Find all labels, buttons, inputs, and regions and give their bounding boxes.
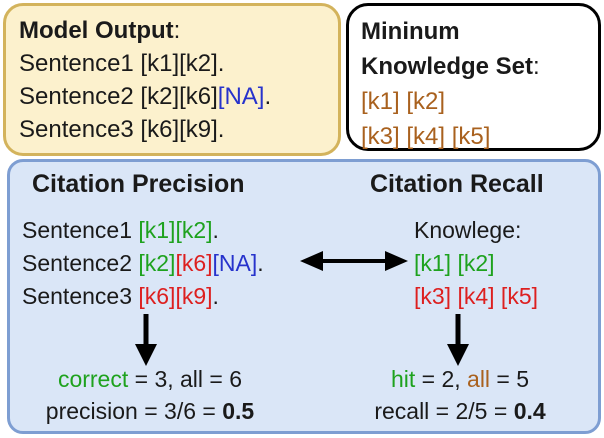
precision-counts-rest: = 3, all = 6 <box>128 366 243 392</box>
knowledge-title-colon: : <box>533 53 540 80</box>
precision-sentence-3-wrong-citations: [k6][k9] <box>138 283 213 309</box>
recall-formula: recall = 2/5 = 0.4 <box>315 395 604 427</box>
recall-formula-prefix: recall = 2/5 = <box>374 398 514 424</box>
model-sentence-3: Sentence3 [k6][k9]. <box>19 116 225 143</box>
precision-sentence-1-correct-citations: [k1][k2] <box>138 217 213 243</box>
precision-sentence-2-na-citation: [NA] <box>212 250 258 276</box>
precision-counts: correct = 3, all = 6 <box>10 363 290 395</box>
precision-sentence-2: Sentence2 [k2][k6][NA]. <box>22 247 264 280</box>
precision-sentence-3: Sentence3 [k6][k9]. <box>22 280 264 313</box>
precision-result: correct = 3, all = 6 precision = 3/6 = 0… <box>10 363 290 427</box>
knowledge-row-1: [k1] [k2] <box>361 88 446 115</box>
precision-sentence-3-period: . <box>212 283 219 309</box>
model-sentence-1: Sentence1 [k1][k2]. <box>19 50 225 77</box>
precision-sentence-2-wrong-citation: [k6] <box>175 250 213 276</box>
precision-correct-label: correct <box>57 366 129 392</box>
precision-sentence-1: Sentence1 [k1][k2]. <box>22 214 264 247</box>
down-arrow-icon <box>135 314 157 366</box>
precision-formula-prefix: precision = 3/6 = <box>45 398 223 424</box>
precision-formula: precision = 3/6 = 0.5 <box>10 395 290 427</box>
recall-counts-rest: = 5 <box>490 366 530 392</box>
model-output-title-text: Model Output <box>19 17 174 44</box>
model-sentence-2-period: . <box>264 83 272 110</box>
recall-formula-value: 0.4 <box>513 398 546 424</box>
evaluation-box: Citation Precision Citation Recall Sente… <box>7 159 601 434</box>
model-output-title-colon: : <box>173 17 181 44</box>
knowledge-title-line2: Knowledge Set: <box>361 49 590 84</box>
recall-miss-row: [k3] [k4] [k5] <box>414 283 538 309</box>
model-sentence-2: Sentence2 [k2][k6][NA]. <box>19 80 328 113</box>
knowledge-row-2: [k3] [k4] [k5] <box>361 123 491 150</box>
precision-sentence-list: Sentence1 [k1][k2]. Sentence2 [k2][k6][N… <box>22 214 264 313</box>
recall-hit-label: hit <box>390 366 416 392</box>
precision-sentence-2-label: Sentence2 <box>22 250 139 276</box>
precision-sentence-2-period: . <box>257 250 264 276</box>
citation-recall-heading: Citation Recall <box>370 170 544 198</box>
recall-knowledge-list: Knowlege: [k1] [k2] [k3] [k4] [k5] <box>414 214 538 313</box>
recall-hit-row: [k1] [k2] <box>414 250 495 276</box>
recall-counts: hit = 2, all = 5 <box>315 363 604 395</box>
bidirectional-arrow-icon <box>300 251 408 271</box>
model-output-title: Model Output: <box>19 14 328 47</box>
knowledge-title-line2-text: Knowledge Set <box>361 53 534 80</box>
knowledge-title-line1: Mininum <box>361 18 460 45</box>
model-sentence-2-na-citation: [NA] <box>217 83 265 110</box>
minimum-knowledge-set-box: Mininum Knowledge Set: [k1] [k2] [k3] [k… <box>346 3 601 151</box>
recall-counts-mid: = 2, <box>415 366 468 392</box>
precision-sentence-1-period: . <box>212 217 219 243</box>
precision-sentence-3-label: Sentence3 <box>22 283 139 309</box>
recall-result: hit = 2, all = 5 recall = 2/5 = 0.4 <box>315 363 604 427</box>
precision-formula-value: 0.5 <box>222 398 255 424</box>
precision-sentence-1-label: Sentence1 <box>22 217 139 243</box>
model-sentence-2-text: Sentence2 [k2][k6] <box>19 83 218 110</box>
recall-all-label: all <box>467 366 491 392</box>
citation-precision-heading: Citation Precision <box>32 170 245 198</box>
recall-knowledge-label: Knowlege: <box>414 217 522 243</box>
down-arrow-icon <box>447 314 469 366</box>
precision-sentence-2-correct-citation: [k2] <box>138 250 176 276</box>
model-output-box: Model Output: Sentence1 [k1][k2]. Senten… <box>3 3 341 156</box>
